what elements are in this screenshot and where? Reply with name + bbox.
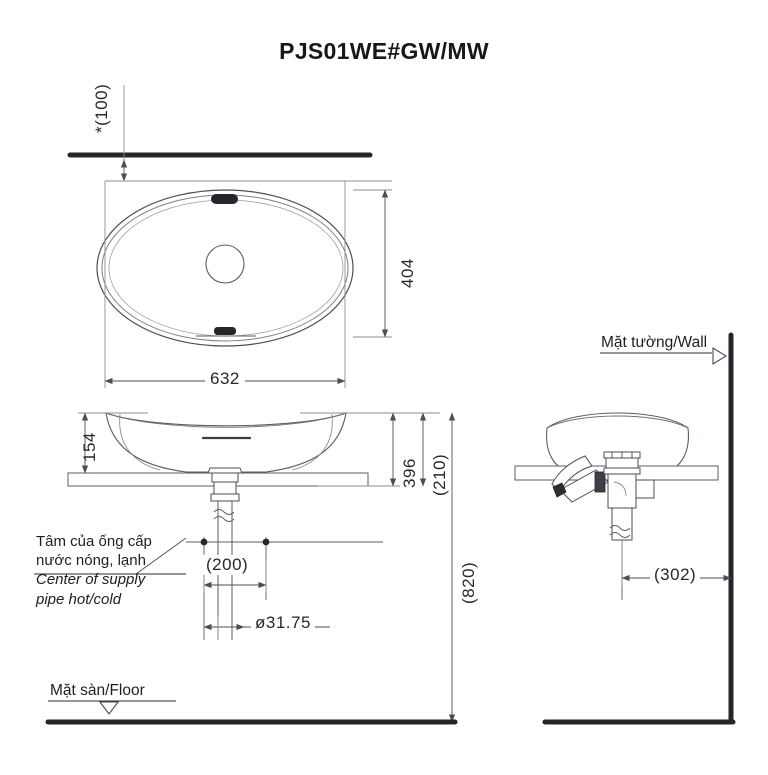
- dim-basin-width: 632: [205, 369, 245, 389]
- basin-front-top-edge: [105, 412, 347, 428]
- supply-note-en-line1: Center of supply: [36, 571, 146, 589]
- supply-leader: [135, 537, 187, 575]
- supply-point-left: [200, 538, 208, 546]
- dim-bowl-height: 154: [80, 432, 99, 462]
- drain-flange-front: [207, 467, 243, 474]
- drain-body-front: [211, 472, 239, 483]
- basin-front-left-inner: [119, 413, 161, 471]
- drain-hole-top-view: [205, 244, 245, 284]
- side-view-group: [514, 332, 736, 725]
- supply-note-vi-line1: Tâm của ống cấp: [36, 533, 152, 550]
- dim-trap-height: (210): [430, 453, 449, 496]
- trap-outlet-side: [635, 479, 655, 499]
- overflow-clamp-side: [594, 471, 606, 493]
- dim-total-height: (820): [459, 561, 478, 604]
- drain-nut-side: [603, 467, 641, 475]
- supply-pipe-note: Tâm của ống cấp nước nóng, lạnh Center o…: [36, 532, 152, 609]
- pipe-break-symbol-side: [609, 525, 631, 538]
- drain-body-side: [605, 457, 639, 469]
- dim-drain-diameter: ø31.75: [251, 613, 315, 633]
- tap-hole-slot-bottom: [214, 327, 236, 335]
- floor-level-triangle: [98, 701, 120, 715]
- supply-point-right: [262, 538, 270, 546]
- front-view-group: [34, 412, 458, 725]
- wall-level-triangle: [712, 347, 728, 365]
- top-view-group: [67, 85, 392, 388]
- pipe-break-symbol-front: [213, 509, 235, 522]
- overflow-end-cap: [552, 482, 567, 498]
- drain-nut-front: [210, 493, 240, 502]
- basin-front-profile: [105, 412, 347, 473]
- trap-tail-side: [611, 507, 633, 541]
- trap-inner-curve: [613, 481, 627, 497]
- supply-note-en-line2: pipe hot/cold: [36, 590, 122, 608]
- dim-basin-depth: 404: [398, 258, 417, 288]
- supply-note-vi-line2: nước nóng, lạnh: [36, 552, 146, 570]
- page-title: PJS01WE#GW/MW: [279, 38, 489, 64]
- dim-supply-spacing: (200): [203, 555, 252, 575]
- trap-body-side: [607, 473, 637, 509]
- basin-front-right-inner: [291, 413, 333, 471]
- floor-label: Mặt sàn/Floor: [50, 682, 145, 699]
- basin-side-top-edge: [546, 415, 689, 429]
- wall-label: Mặt tường/Wall: [601, 334, 708, 351]
- overflow-slot-top: [211, 194, 238, 204]
- dim-wall-to-drain: (302): [650, 565, 701, 585]
- drain-collar-front: [213, 481, 237, 495]
- dim-counter-height: 396: [400, 458, 419, 488]
- dim-wall-offset: *(100): [92, 83, 111, 133]
